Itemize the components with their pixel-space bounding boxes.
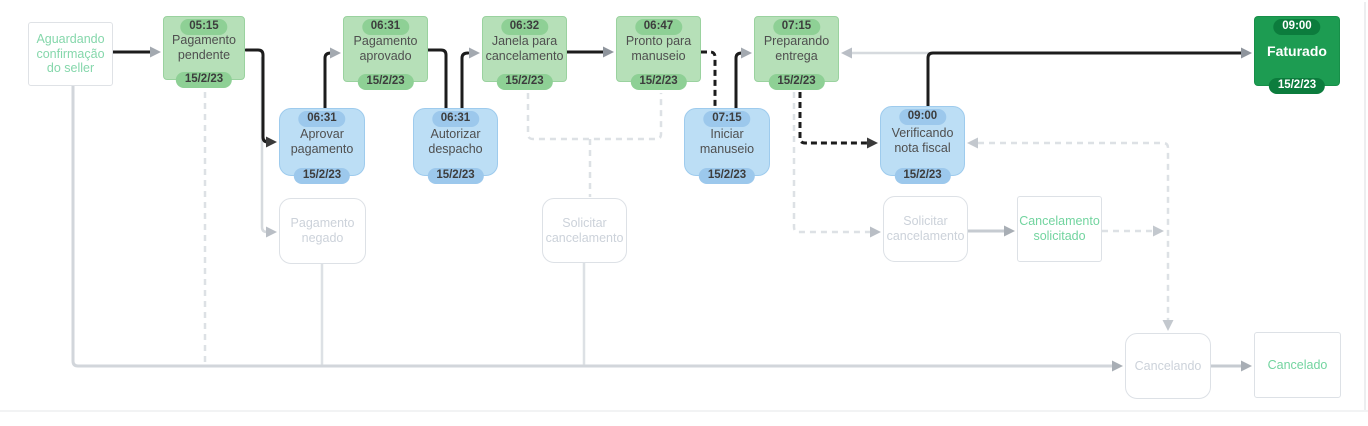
black-dashed-connectors — [701, 50, 867, 145]
node-label: Aguardando confirmação do seller — [36, 31, 105, 76]
node-autorizar-despacho: 06:31 Autorizar despacho 15/2/23 — [413, 108, 498, 184]
node-verificando-nota-fiscal: 09:00 Verificando nota fiscal 15/2/23 — [880, 106, 965, 184]
node-label: Pagamento negado — [290, 216, 355, 245]
node-pronto-para-manuseio: 06:47 Pronto para manuseio 15/2/23 — [616, 16, 701, 90]
arrowheads — [150, 46, 1252, 372]
node-label: Faturado — [1267, 42, 1327, 59]
date-badge: 15/2/23 — [293, 168, 351, 184]
black-solid-connectors — [111, 48, 1243, 144]
node-label: Iniciar manuseio — [699, 127, 755, 156]
node-label: Autorizar despacho — [428, 127, 483, 156]
node-label: Verificando nota fiscal — [891, 126, 954, 155]
node-aguardando-confirmacao-seller: Aguardando confirmação do seller — [28, 22, 113, 86]
time-badge: 07:15 — [772, 19, 821, 35]
time-badge: 09:00 — [1273, 19, 1321, 35]
date-badge: 15/2/23 — [427, 168, 484, 184]
node-label: Pagamento aprovado — [353, 34, 418, 63]
node-solicitar-cancelamento-2: Solicitar cancelamento — [883, 196, 968, 262]
node-cancelamento-solicitado: Cancelamento solicitado — [1017, 196, 1102, 262]
node-cancelando: Cancelando — [1125, 333, 1211, 399]
date-badge: 15/2/23 — [630, 74, 687, 90]
node-label: Pagamento pendente — [172, 33, 236, 62]
date-badge: 15/2/23 — [1268, 78, 1326, 94]
gray-solid-connectors — [71, 51, 1243, 368]
node-label: Cancelando — [1134, 358, 1202, 373]
node-janela-para-cancelamento: 06:32 Janela para cancelamento 15/2/23 — [482, 16, 567, 90]
node-label: Cancelado — [1267, 357, 1328, 372]
gray-dashed-connectors — [203, 92, 1170, 365]
node-iniciar-manuseio: 07:15 Iniciar manuseio 15/2/23 — [684, 108, 770, 184]
time-badge: 06:32 — [500, 19, 549, 35]
time-badge: 06:31 — [298, 111, 346, 127]
date-badge: 15/2/23 — [698, 168, 756, 184]
node-label: Preparando entrega — [763, 34, 830, 63]
date-badge: 15/2/23 — [357, 74, 414, 90]
node-label: Pronto para manuseio — [625, 34, 692, 63]
node-pagamento-negado: Pagamento negado — [279, 198, 366, 264]
date-badge: 15/2/23 — [894, 168, 951, 184]
node-aprovar-pagamento: 06:31 Aprovar pagamento 15/2/23 — [279, 108, 365, 184]
node-cancelado: Cancelado — [1254, 332, 1341, 398]
node-pagamento-pendente: 05:15 Pagamento pendente 15/2/23 — [163, 16, 245, 88]
time-badge: 07:15 — [703, 111, 751, 127]
date-badge: 15/2/23 — [496, 74, 553, 90]
time-badge: 06:31 — [361, 19, 410, 35]
node-label: Solicitar cancelamento — [545, 215, 624, 245]
date-badge: 15/2/23 — [768, 74, 825, 90]
time-badge: 06:47 — [634, 19, 683, 35]
node-preparando-entrega: 07:15 Preparando entrega 15/2/23 — [754, 16, 839, 90]
time-badge: 05:15 — [180, 19, 228, 35]
time-badge: 06:31 — [431, 111, 480, 127]
node-label: Solicitar cancelamento — [886, 214, 965, 243]
node-faturado: 09:00 Faturado 15/2/23 — [1254, 16, 1340, 94]
node-label: Cancelamento solicitado — [1019, 214, 1100, 243]
node-label: Janela para cancelamento — [485, 34, 564, 63]
node-pagamento-aprovado: 06:31 Pagamento aprovado 15/2/23 — [343, 16, 428, 90]
date-badge: 15/2/23 — [175, 72, 233, 88]
node-solicitar-cancelamento-1: Solicitar cancelamento — [542, 198, 627, 263]
time-badge: 09:00 — [898, 109, 947, 125]
node-label: Aprovar pagamento — [290, 127, 354, 156]
